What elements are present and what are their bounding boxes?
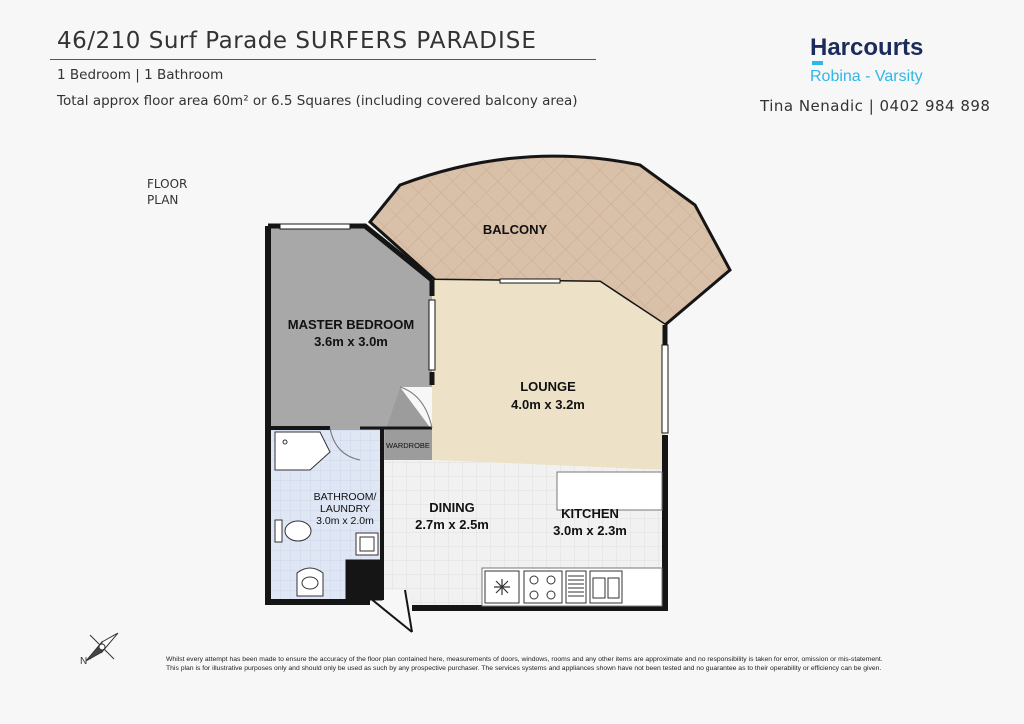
agency-office: Robina - Varsity bbox=[810, 68, 923, 85]
agency-logo: Harcourts bbox=[810, 34, 924, 61]
dishwasher-icon bbox=[565, 570, 587, 604]
shower-icon bbox=[274, 431, 331, 471]
plan-label-line1: FLOOR bbox=[147, 177, 188, 191]
compass-north-label: N bbox=[80, 656, 87, 667]
disclaimer: Whilst every attempt has been made to en… bbox=[166, 656, 906, 673]
master-bedroom-label: MASTER BEDROOM bbox=[288, 317, 414, 332]
laundry-tub-icon bbox=[355, 532, 379, 556]
kitchen-size: 3.0m x 2.3m bbox=[553, 523, 627, 538]
address: 46/210 Surf Parade bbox=[57, 28, 288, 54]
balcony-area bbox=[367, 154, 732, 327]
lounge-label: LOUNGE bbox=[520, 379, 576, 394]
balcony-label: BALCONY bbox=[483, 222, 548, 237]
master-bedroom-area bbox=[268, 226, 432, 460]
agent-contact: Tina Nenadic | 0402 984 898 bbox=[760, 97, 991, 115]
kitchen-label: KITCHEN bbox=[561, 506, 619, 521]
property-title: 46/210 Surf Parade SURFERS PARADISE bbox=[57, 28, 537, 54]
door-swings bbox=[329, 386, 433, 461]
master-bedroom-size: 3.6m x 3.0m bbox=[314, 334, 388, 349]
wardrobe-label: WARDROBE bbox=[386, 441, 430, 450]
disclaimer-line1: Whilst every attempt has been made to en… bbox=[166, 656, 883, 663]
cooktop-icon bbox=[523, 570, 563, 604]
lounge-area bbox=[432, 280, 665, 470]
bathroom-label-line2: LAUNDRY bbox=[320, 503, 370, 515]
toilet-icon bbox=[274, 519, 312, 543]
kitchen-bench bbox=[481, 567, 663, 607]
compass-icon: N bbox=[80, 632, 119, 667]
lounge-size: 4.0m x 3.2m bbox=[511, 397, 585, 412]
bathroom-size: 3.0m x 2.0m bbox=[316, 515, 374, 527]
header-divider bbox=[50, 59, 596, 60]
dining-label: DINING bbox=[429, 500, 475, 515]
basin-icon bbox=[296, 567, 324, 597]
disclaimer-line2: This plan is for illustrative purposes o… bbox=[166, 664, 882, 672]
windows bbox=[279, 223, 669, 434]
floor-area: Total approx floor area 60m² or 6.5 Squa… bbox=[57, 93, 578, 109]
wardrobe-area bbox=[385, 387, 432, 460]
fridge-icon bbox=[484, 570, 520, 604]
floor-plan-label: FLOOR PLAN bbox=[147, 176, 187, 208]
dining-size: 2.7m x 2.5m bbox=[415, 517, 489, 532]
bathroom-label-line1: BATHROOM/ bbox=[314, 491, 377, 503]
sink-icon bbox=[589, 570, 623, 604]
logo-accent-bar bbox=[812, 61, 823, 65]
kitchen-island bbox=[556, 471, 663, 511]
beds-baths: 1 Bedroom | 1 Bathroom bbox=[57, 67, 224, 83]
plan-label-line2: PLAN bbox=[147, 193, 179, 207]
suburb: SURFERS PARADISE bbox=[295, 28, 537, 54]
walls bbox=[265, 223, 668, 633]
